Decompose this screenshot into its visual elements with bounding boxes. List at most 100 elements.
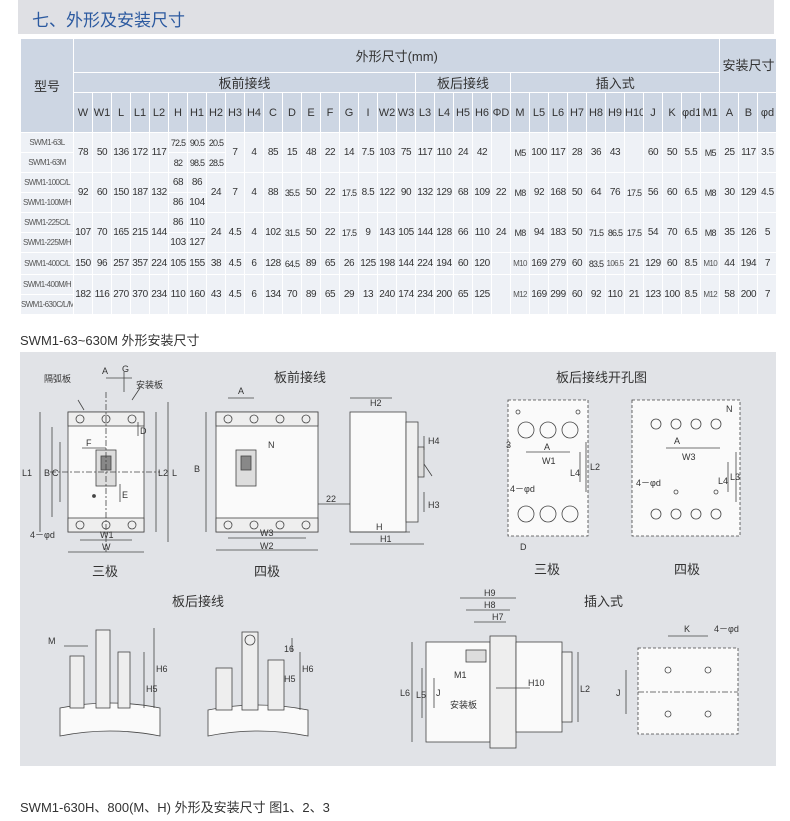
table-cell: 117 [548,132,568,173]
table-cell: 116 [92,274,112,315]
dim-label-h4: H4 [428,436,440,446]
col-header: H3 [225,92,245,133]
dim-label-h3: H3 [428,500,440,510]
col-header: K [662,92,682,133]
dim-label-m: M [48,636,56,646]
rear-hole-four-pole [631,399,741,537]
dim-16: 16 [284,644,294,654]
table-cell: 20.5 [206,132,226,153]
table-cell: 6 [244,252,264,275]
dim-label-h2: H2 [370,398,382,408]
table-cell: 92 [586,274,606,315]
table-cell: 123 [643,274,663,315]
col-header: W2 [377,92,397,133]
col-header: H4 [244,92,264,133]
col-header: L4 [434,92,454,133]
table-cell: 120 [472,252,492,275]
dim-label-n: N [268,440,275,450]
dim-label-w1: W1 [100,530,114,540]
table-cell: 90.5 [187,132,207,153]
table-cell [491,274,511,315]
table-cell: 30 [719,172,740,213]
table-cell: 155 [187,252,207,275]
table-cell: 117 [149,132,169,173]
side-view [318,397,433,545]
label-arc-plate: 隔弧板 [44,373,71,384]
technical-drawings: 隔弧板 安装板 A G D L1 B C F E L2 L 4－φd W1 W … [22,364,741,749]
table-cell: 165 [111,212,131,253]
table-cell [491,252,511,275]
model-header: 型号 [20,38,74,133]
table-cell: 117 [415,132,435,173]
table-cell: 21 [624,252,644,275]
dim-label-h7: H7 [492,612,504,622]
dim-label-a-2: A [238,386,244,396]
table-cell: 75 [396,132,416,173]
table-cell: 103 [377,132,397,173]
col-header: L [111,92,131,133]
table-cell: 224 [149,252,169,275]
col-header: E [301,92,321,133]
col-header: H5 [453,92,473,133]
four-pole-front-view [205,397,319,551]
dim-label-j-2: J [616,688,621,698]
table-cell: 50 [301,212,321,253]
group-rear: 板后接线 [415,72,511,93]
table-cell: 8.5 [358,172,378,213]
col-header: H8 [586,92,606,133]
table-cell: 42 [472,132,492,173]
table-cell: M5 [699,132,721,173]
dim-label-h: H [376,522,383,532]
table-cell: 44 [719,252,740,275]
label-4-phi-d-2: 4－φd [510,484,535,494]
table-cell: 105 [168,252,188,275]
table-cell: M8 [699,172,721,213]
table-cell: 279 [548,252,568,275]
table-cell: 71.5 [586,212,606,253]
table-cell: 50 [92,132,112,173]
col-header: W1 [92,92,112,133]
caption-1: SWM1-63~630M 外形安装尺寸 [20,333,200,348]
table-cell: M5 [510,132,530,173]
label-three-pole-2: 三极 [534,562,560,577]
dim-label-k: K [684,624,690,634]
table-cell: 128 [434,212,454,253]
table-cell: 357 [130,252,150,275]
col-header: G [339,92,359,133]
table-cell: 240 [377,274,397,315]
table-cell [491,132,511,173]
table-cell: 168 [548,172,568,213]
table-cell: 198 [377,252,397,275]
col-header: M [510,92,530,133]
col-header: H1 [187,92,207,133]
dim-label-d-2: D [520,542,527,552]
section-title: 七、外形及安装尺寸 [32,11,185,30]
table-cell: 76 [605,172,625,213]
table-cell: 54 [643,212,663,253]
dim-label-a-3: A [544,442,550,452]
label-rear-hole: 板后接线开孔图 [556,370,647,385]
table-cell: 107 [73,212,93,253]
label-four-pole: 四极 [254,564,280,579]
table-cell: 66 [453,212,473,253]
col-header: D [282,92,302,133]
table-cell: 96 [92,252,112,275]
table-cell: 17.5 [339,172,359,213]
dim-label-b-2: B [194,464,200,474]
caption-2: SWM1-630H、800(M、H) 外形及安装尺寸 图1、2、3 [20,800,330,815]
dim-label-g: G [122,364,129,374]
table-cell: 28.5 [206,152,226,173]
table-cell: 129 [643,252,663,275]
dim-label-n-2: N [726,404,733,414]
label-front-wiring: 板前接线 [274,370,326,385]
table-cell: 50 [301,172,321,213]
table-cell: 48 [301,132,321,173]
col-header: I [358,92,378,133]
table-cell: 104 [187,192,207,213]
table-cell: 17.5 [339,212,359,253]
table-cell: 7 [757,274,778,315]
table-cell: 128 [263,252,283,275]
table-cell: 92 [529,172,549,213]
dim-label-l3: L3 [730,472,740,482]
